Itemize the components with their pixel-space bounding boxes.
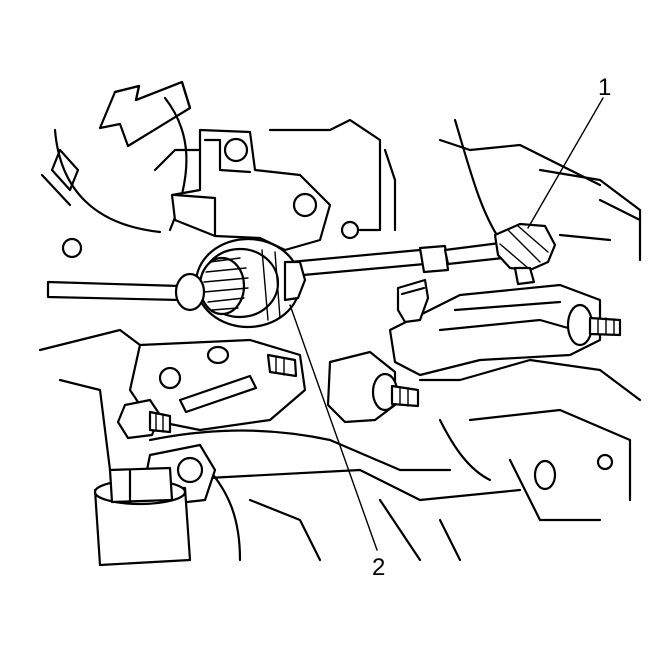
callout-1-label: 1 <box>598 74 611 101</box>
cable-retainer <box>174 237 307 329</box>
center-mount <box>326 350 420 424</box>
callout-2-leader <box>289 304 378 551</box>
callout-1-leader <box>527 97 604 229</box>
transmission-case <box>38 328 642 562</box>
upper-bracket <box>170 128 360 252</box>
shift-cable <box>46 241 505 302</box>
direction-arrow-icon <box>98 80 192 148</box>
engine-housing <box>40 96 642 262</box>
callout-2-label: 2 <box>372 554 385 581</box>
lower-left-bolt <box>116 398 172 440</box>
cable-end-terminal <box>493 222 557 286</box>
lower-left-bracket <box>128 338 307 432</box>
cylinder-component <box>93 466 192 567</box>
shift-lever <box>388 283 622 377</box>
vent-fitting <box>396 278 430 324</box>
